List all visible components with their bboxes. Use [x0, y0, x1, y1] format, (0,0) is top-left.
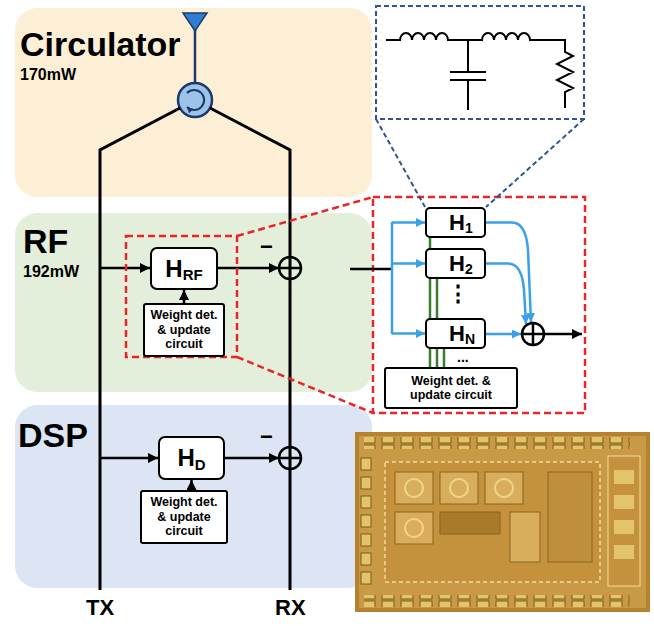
dsp-band: DSPHDWeight det. & update circuit	[15, 405, 372, 588]
sign-label: −	[260, 426, 273, 448]
weight-update-box: Weight det. & update circuit	[140, 490, 228, 544]
sign-label: −	[260, 236, 273, 258]
filter-tap: H1	[425, 207, 486, 238]
node-subtitle: D	[195, 457, 206, 472]
filter-tap: H2	[425, 248, 486, 279]
branch-wires	[392, 222, 531, 334]
update-arrow	[190, 480, 193, 490]
rx-wire	[210, 108, 290, 590]
ellipsis: ...	[457, 350, 469, 364]
weight-control-line	[443, 349, 446, 367]
port-label: TX	[86, 597, 114, 619]
output-arrow	[544, 333, 582, 336]
node-subtitle: 2	[465, 262, 473, 276]
node-title: H	[165, 257, 182, 281]
node-title: Circulator	[20, 26, 372, 63]
signal-arrow	[218, 267, 279, 270]
port-label: RX	[275, 597, 306, 619]
weight-control-line	[436, 279, 439, 367]
filter-tap: HN	[425, 318, 486, 349]
summing-node	[279, 447, 301, 469]
node-subtitle: 1	[465, 221, 473, 235]
antenna-symbol	[183, 13, 207, 83]
filter-block: HRF	[150, 247, 218, 290]
node-subtitle: RF	[183, 267, 203, 282]
input-wire	[350, 268, 392, 271]
node-title: Weight det. & update circuit	[145, 495, 223, 538]
weight-update-box: Weight det. & update circuit	[384, 367, 518, 409]
rf-band: RF192mWHRFWeight det. & update circuit	[15, 213, 372, 392]
summing-node	[522, 323, 544, 345]
node-title: Weight det. & update circuit	[148, 308, 220, 351]
weight-update-box: Weight det. & update circuit	[143, 303, 225, 357]
chip-photo	[355, 432, 650, 612]
zoom-outline	[126, 197, 585, 413]
summing-node	[279, 257, 301, 279]
tx-wire	[100, 108, 180, 590]
filter-block: HD	[158, 436, 225, 480]
node-title: H	[177, 446, 194, 470]
node-subtitle: 170mW	[20, 65, 372, 84]
circuit-inset	[376, 6, 584, 207]
signal-arrow	[225, 457, 279, 460]
node-title: H	[449, 212, 465, 234]
weight-control-line	[429, 238, 432, 367]
circulator-symbol	[178, 83, 212, 117]
node-title: H	[449, 323, 465, 345]
update-arrow	[183, 290, 186, 303]
node-title: Weight det. & update circuit	[389, 374, 513, 403]
ellipsis: ⋮	[447, 283, 469, 305]
signal-arrow	[100, 457, 158, 460]
node-subtitle: N	[465, 332, 475, 346]
node-title: H	[449, 253, 465, 275]
